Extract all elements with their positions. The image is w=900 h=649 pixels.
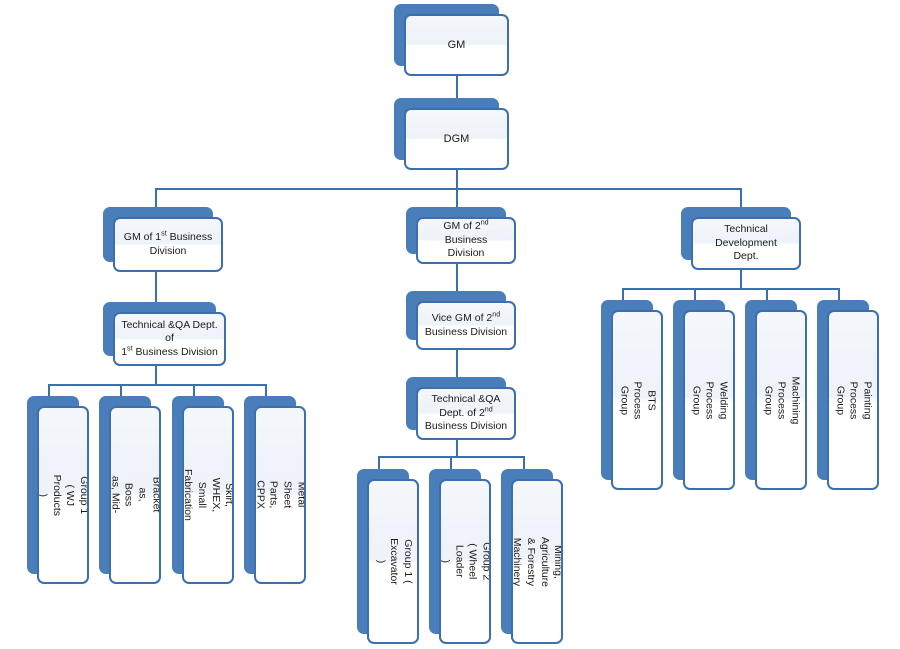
connector-bus-to-bd1-g3 <box>193 384 195 396</box>
node-technical-qa-dept-bd2[interactable]: Technical &QA Dept. of 2nd Business Divi… <box>406 377 516 440</box>
node-bd2-g3-face: Group 3 ( Mining, Agriculture & Forestry… <box>511 479 563 644</box>
node-machining-process-group[interactable]: Machining Process Group <box>745 300 807 490</box>
node-bd1-group-2[interactable]: Group 2 ( Bracket as, Boss as, Mid-heavy… <box>99 396 161 584</box>
node-dgm-label: DGM <box>443 132 470 145</box>
node-bd1-g1-label: Group 1 ( WJ Products ) <box>37 474 89 516</box>
node-bd1-group-3[interactable]: Group 3 ( Skirt, WHEX, Small Fabrication… <box>172 396 234 584</box>
connector-bus-to-td-bts <box>622 288 624 300</box>
node-welding-process-group[interactable]: Welding Process Group <box>673 300 735 490</box>
connector-bus-to-bd2-g1 <box>378 456 380 469</box>
node-gm-bd2-face: GM of 2nd Business Division <box>416 217 516 264</box>
node-gm[interactable]: GM <box>394 4 509 76</box>
node-bd2-group-3[interactable]: Group 3 ( Mining, Agriculture & Forestry… <box>501 469 563 644</box>
node-bts-process-group[interactable]: BTS Process Group <box>601 300 663 490</box>
node-bd1-g2-face: Group 2 ( Bracket as, Boss as, Mid-heavy… <box>109 406 161 584</box>
connector-gm-to-dgm <box>456 76 458 102</box>
connector-bus-to-bd1-g1 <box>48 384 50 396</box>
node-painting-process-group[interactable]: Painting Process Group <box>817 300 879 490</box>
connector-bus-to-tech-dev <box>740 188 742 207</box>
node-technical-qa-dept-bd1[interactable]: Technical &QA Dept. of 1st Business Divi… <box>103 302 226 366</box>
node-gm-bd2-label: GM of 2nd Business Division <box>443 218 489 260</box>
node-bd2-g2-label: Group 2 ( Wheel Loader ) <box>439 542 491 581</box>
connector-techdev-bus <box>622 288 838 290</box>
node-gm-bd1-face: GM of 1st Business Division <box>113 217 223 272</box>
connector-gmbd2-to-vicegm <box>456 264 458 291</box>
connector-bus-to-bd1-g4 <box>265 384 267 396</box>
node-gm-business-division-2[interactable]: GM of 2nd Business Division <box>406 207 516 264</box>
node-td-painting-face: Painting Process Group <box>827 310 879 490</box>
node-vice-gm-business-division-2[interactable]: Vice GM of 2nd Business Division <box>406 291 516 350</box>
node-vice-gm-bd2-face: Vice GM of 2nd Business Division <box>416 301 516 350</box>
node-dgm-face: DGM <box>404 108 509 170</box>
connector-dgm-down <box>456 170 458 189</box>
node-bd2-group-2[interactable]: Group 2 ( Wheel Loader ) <box>429 469 491 644</box>
node-bd2-group-1[interactable]: Group 1 ( Excavator ) <box>357 469 419 644</box>
node-td-welding-face: Welding Process Group <box>683 310 735 490</box>
node-bd2-g2-face: Group 2 ( Wheel Loader ) <box>439 479 491 644</box>
node-bd1-group-4[interactable]: Group 4 ( CTWT, Metal Sheet Parts, CPPX … <box>244 396 306 584</box>
node-td-welding-label: Welding Process Group <box>690 381 730 419</box>
connector-tqabd1-down <box>155 366 157 385</box>
node-bd1-g4-label: Group 4 ( CTWT, Metal Sheet Parts, CPPX … <box>254 480 306 510</box>
connector-bus-to-gm-bd2 <box>456 188 458 207</box>
node-bd2-g1-face: Group 1 ( Excavator ) <box>367 479 419 644</box>
node-gm-bd1-label: GM of 1st Business Division <box>123 229 213 257</box>
node-td-machining-label: Machining Process Group <box>762 376 802 424</box>
node-bd1-g4-face: Group 4 ( CTWT, Metal Sheet Parts, CPPX … <box>254 406 306 584</box>
node-vice-gm-bd2-label: Vice GM of 2nd Business Division <box>424 310 508 338</box>
connector-bus-to-td-machining <box>766 288 768 300</box>
node-tech-dev-label: Technical Development Dept. <box>715 223 777 263</box>
connector-bus-to-bd1-g2 <box>120 384 122 396</box>
node-tech-dev-face: Technical Development Dept. <box>691 217 801 270</box>
node-bd1-group-1[interactable]: Group 1 ( WJ Products ) <box>27 396 89 584</box>
connector-bus-to-td-painting <box>838 288 840 300</box>
node-gm-face: GM <box>404 14 509 76</box>
node-tqa-bd2-face: Technical &QA Dept. of 2nd Business Divi… <box>416 387 516 440</box>
node-bd1-g2-label: Group 2 ( Bracket as, Boss as, Mid-heavy… <box>109 476 161 514</box>
connector-bd1-groups-bus <box>48 384 266 386</box>
connector-bus-to-bd2-g3 <box>523 456 525 469</box>
node-tqa-bd1-label: Technical &QA Dept. of 1st Business Divi… <box>121 318 218 358</box>
node-td-machining-face: Machining Process Group <box>755 310 807 490</box>
node-bd1-g1-face: Group 1 ( WJ Products ) <box>37 406 89 584</box>
node-gm-label: GM <box>447 38 466 51</box>
node-tqa-bd1-face: Technical &QA Dept. of 1st Business Divi… <box>113 312 226 366</box>
node-td-bts-face: BTS Process Group <box>611 310 663 490</box>
node-bd1-g3-label: Group 3 ( Skirt, WHEX, Small Fabrication… <box>182 469 234 521</box>
node-bd2-g3-label: Group 3 ( Mining, Agriculture & Forestry… <box>511 536 563 587</box>
node-tqa-bd2-label: Technical &QA Dept. of 2nd Business Divi… <box>424 393 508 433</box>
connector-bus-to-td-welding <box>694 288 696 300</box>
connector-tqabd2-down <box>456 440 458 457</box>
node-technical-development-dept[interactable]: Technical Development Dept. <box>681 207 801 270</box>
node-td-bts-label: BTS Process Group <box>618 381 658 419</box>
connector-vicegm-to-tqabd2 <box>456 350 458 377</box>
node-gm-business-division-1[interactable]: GM of 1st Business Division <box>103 207 223 272</box>
connector-bus-to-bd2-g2 <box>450 456 452 469</box>
connector-techdev-down <box>740 270 742 289</box>
connector-bus-to-gm-bd1 <box>155 188 157 207</box>
node-bd2-g1-label: Group 1 ( Excavator ) <box>374 538 414 585</box>
connector-level2-bus <box>155 188 741 190</box>
node-td-painting-label: Painting Process Group <box>834 381 874 419</box>
node-dgm[interactable]: DGM <box>394 98 509 170</box>
connector-gmbd1-to-tqabd1 <box>155 272 157 302</box>
node-bd1-g3-face: Group 3 ( Skirt, WHEX, Small Fabrication… <box>182 406 234 584</box>
